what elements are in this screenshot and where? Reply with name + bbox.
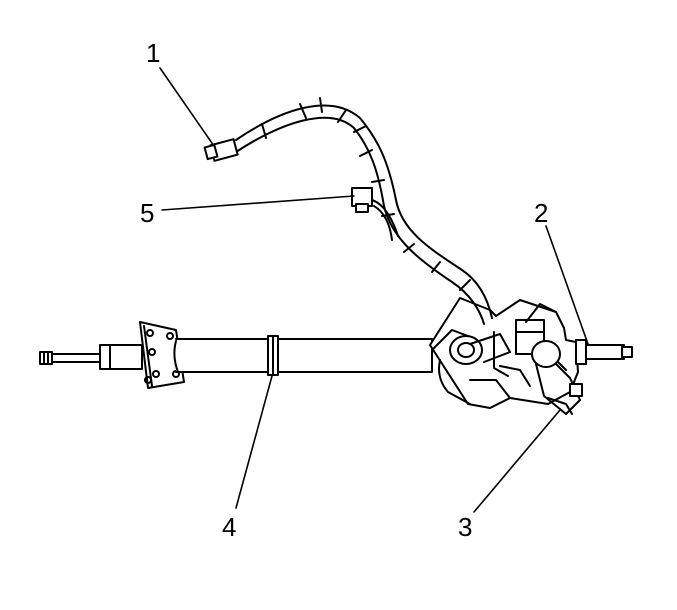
leader-5 <box>161 195 355 211</box>
callout-1: 1 <box>146 38 160 68</box>
column-jacket <box>173 335 433 376</box>
leader-3 <box>473 409 561 513</box>
callout-5: 5 <box>140 198 154 228</box>
mounting-bracket <box>139 321 185 389</box>
wiring-harness <box>203 97 493 325</box>
leader-4 <box>235 375 273 509</box>
switch-assembly <box>531 340 583 415</box>
upper-housing <box>429 297 579 409</box>
callout-2: 2 <box>534 198 548 228</box>
callout-3: 3 <box>458 512 472 542</box>
leader-2 <box>545 225 589 345</box>
shaft-right-end <box>575 339 633 365</box>
leader-1 <box>159 67 215 147</box>
callout-4: 4 <box>222 512 236 542</box>
shaft-left-end <box>39 344 143 370</box>
leader-lines <box>159 67 589 513</box>
